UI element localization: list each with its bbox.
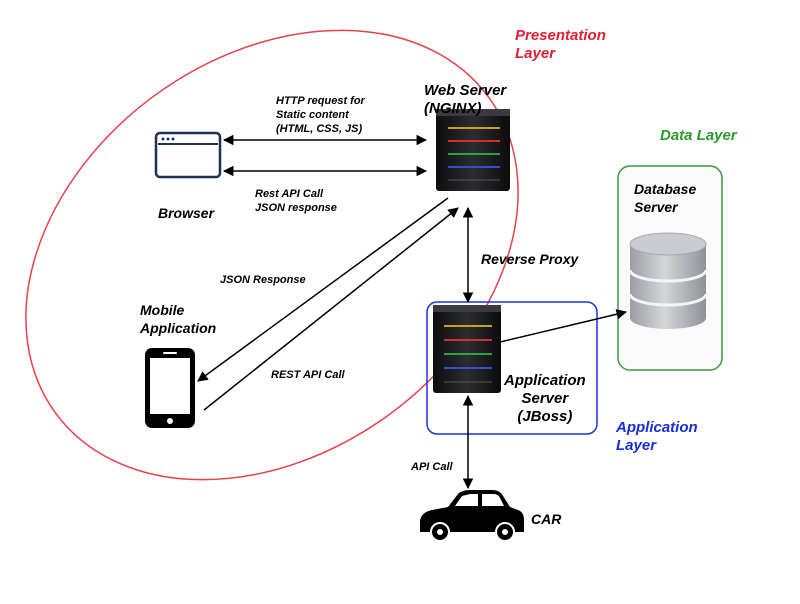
rest-api-line1: Rest API Call (255, 188, 324, 200)
rest-api-call-label: REST API Call (271, 369, 345, 381)
mobile-application-label: Mobile Application (140, 301, 216, 337)
application-layer-boundary (426, 301, 598, 435)
mobile-line2: Application (140, 320, 217, 336)
web-server-line2: (NGINX) (424, 100, 482, 117)
database-connection-arrow (499, 309, 628, 343)
application-layer-line2: Layer (616, 437, 657, 454)
reverse-proxy-label: Reverse Proxy (481, 251, 579, 267)
web-server-line1: Web Server (424, 82, 507, 99)
data-layer-label: Data Layer (660, 127, 737, 144)
rest-api-call-arrow (203, 207, 459, 411)
app-server-line2: Server (521, 390, 569, 407)
car-icon (420, 490, 524, 542)
http-request-label: HTTP request for Static content (HTML, C… (276, 94, 365, 136)
application-layer-label: Application Layer (616, 419, 698, 455)
application-layer-line1: Application (616, 419, 698, 436)
presentation-layer-label: Presentation Layer (515, 27, 606, 63)
presentation-layer-boundary (25, 29, 519, 481)
mobile-line1: Mobile (140, 302, 185, 318)
smartphone-icon (145, 348, 195, 428)
web-server-label: Web Server (NGINX) (424, 82, 506, 118)
app-server-rack-icon (433, 305, 501, 393)
database-server-label: Database Server (634, 180, 696, 216)
json-response-arrow (197, 197, 449, 382)
database-line1: Database (634, 181, 697, 197)
application-server-label: Application Server (JBoss) (504, 372, 586, 426)
rest-api-line2: JSON response (255, 202, 337, 214)
presentation-layer-line2: Layer (515, 45, 556, 62)
browser-window-icon (154, 131, 222, 179)
http-request-line3: (HTML, CSS, JS) (276, 123, 363, 135)
http-request-line2: Static content (276, 109, 349, 121)
http-request-line1: HTTP request for (276, 95, 365, 107)
presentation-layer-line1: Presentation (515, 27, 606, 44)
rest-api-label: Rest API Call JSON response (255, 187, 337, 215)
browser-label: Browser (158, 205, 215, 221)
database-cylinder-icon (628, 232, 708, 329)
database-line2: Server (634, 199, 678, 215)
api-call-label: API Call (411, 461, 453, 473)
json-response-label: JSON Response (220, 274, 306, 286)
car-label: CAR (531, 511, 562, 527)
app-server-line3: (JBoss) (517, 408, 573, 425)
app-server-line1: Application (504, 372, 586, 389)
web-server-rack-icon (436, 109, 510, 191)
